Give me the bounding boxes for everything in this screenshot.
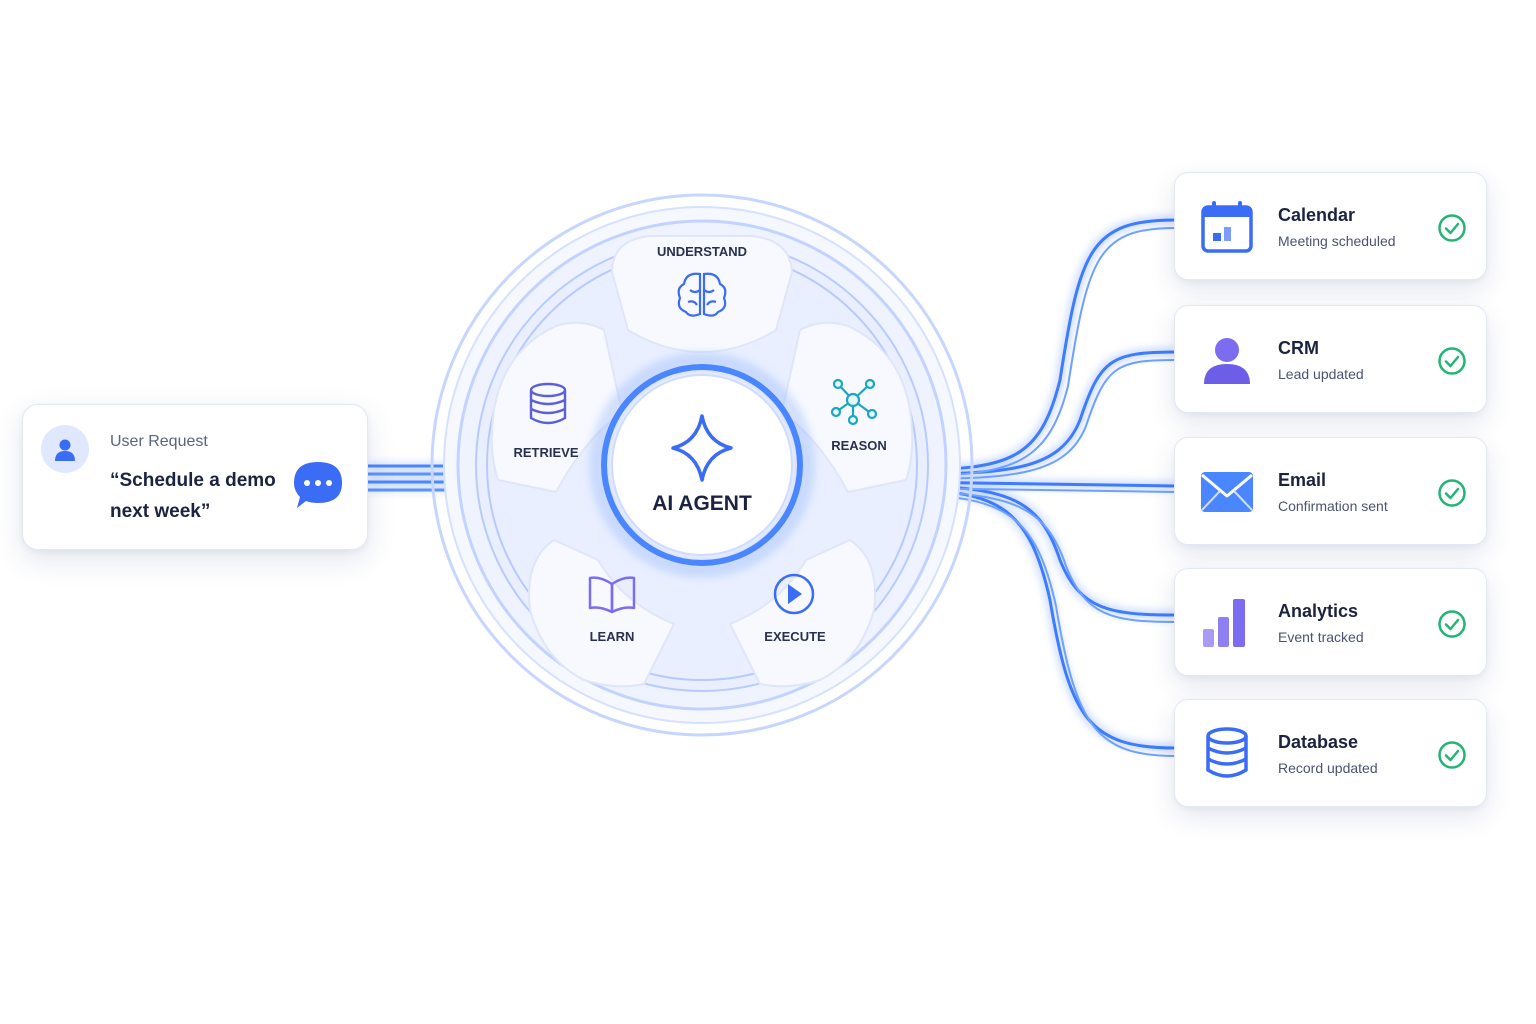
- stage-reason-label: REASON: [831, 438, 887, 453]
- output-status-email: Confirmation sent: [1278, 498, 1388, 514]
- output-title-crm: CRM: [1278, 338, 1319, 358]
- brain-icon: [677, 272, 727, 317]
- output-status-calendar: Meeting scheduled: [1278, 233, 1396, 249]
- stage-learn-label: LEARN: [590, 629, 635, 644]
- stage-segments: [490, 235, 914, 688]
- output-card-analytics: Analytics Event tracked: [1174, 568, 1487, 676]
- user-icon: [55, 439, 75, 461]
- stage-reason: REASON: [830, 378, 887, 453]
- output-title-database: Database: [1278, 732, 1359, 752]
- network-icon: [830, 378, 878, 426]
- output-title-calendar: Calendar: [1278, 205, 1356, 225]
- bar-chart-icon: [1203, 599, 1245, 647]
- envelope-icon: [1201, 472, 1253, 512]
- check-circle-icon: [1438, 479, 1466, 507]
- user-request-card: User Request “Schedule a demo next week”: [22, 404, 368, 550]
- output-card-database: Database Record updated: [1174, 699, 1487, 807]
- stage-retrieve: RETRIEVE: [513, 382, 579, 460]
- output-title-analytics: Analytics: [1278, 601, 1359, 621]
- sparkle-icon: [671, 414, 733, 482]
- core-glow: [589, 352, 815, 578]
- output-card-calendar: Calendar Meeting scheduled: [1174, 172, 1487, 280]
- chat-bubble-icon: [294, 462, 342, 508]
- database-icon: [1206, 727, 1248, 778]
- stage-retrieve-label: RETRIEVE: [513, 445, 578, 460]
- play-icon: [773, 573, 815, 615]
- stage-execute: EXECUTE: [764, 573, 826, 644]
- agent-title: AI AGENT: [652, 492, 752, 515]
- output-status-analytics: Event tracked: [1278, 629, 1364, 645]
- check-circle-icon: [1438, 214, 1466, 242]
- output-card-email: Email Confirmation sent: [1174, 437, 1487, 545]
- book-icon: [588, 576, 636, 614]
- stage-understand-label: UNDERSTAND: [657, 244, 747, 259]
- stage-execute-label: EXECUTE: [764, 629, 826, 644]
- request-label: User Request: [110, 433, 208, 450]
- output-status-crm: Lead updated: [1278, 366, 1364, 382]
- request-text: “Schedule a demo next week”: [110, 470, 276, 522]
- output-wires: [904, 215, 1177, 757]
- check-circle-icon: [1438, 741, 1466, 769]
- output-title-email: Email: [1278, 470, 1327, 490]
- database-icon: [529, 382, 567, 425]
- output-status-database: Record updated: [1278, 760, 1378, 776]
- stage-understand: UNDERSTAND: [657, 244, 747, 317]
- user-avatar: [41, 425, 89, 473]
- user-icon: [1204, 338, 1250, 384]
- output-card-crm: CRM Lead updated: [1174, 305, 1487, 413]
- stage-learn: LEARN: [588, 576, 636, 644]
- check-circle-icon: [1438, 610, 1466, 638]
- calendar-icon: [1201, 201, 1253, 253]
- check-circle-icon: [1438, 347, 1466, 375]
